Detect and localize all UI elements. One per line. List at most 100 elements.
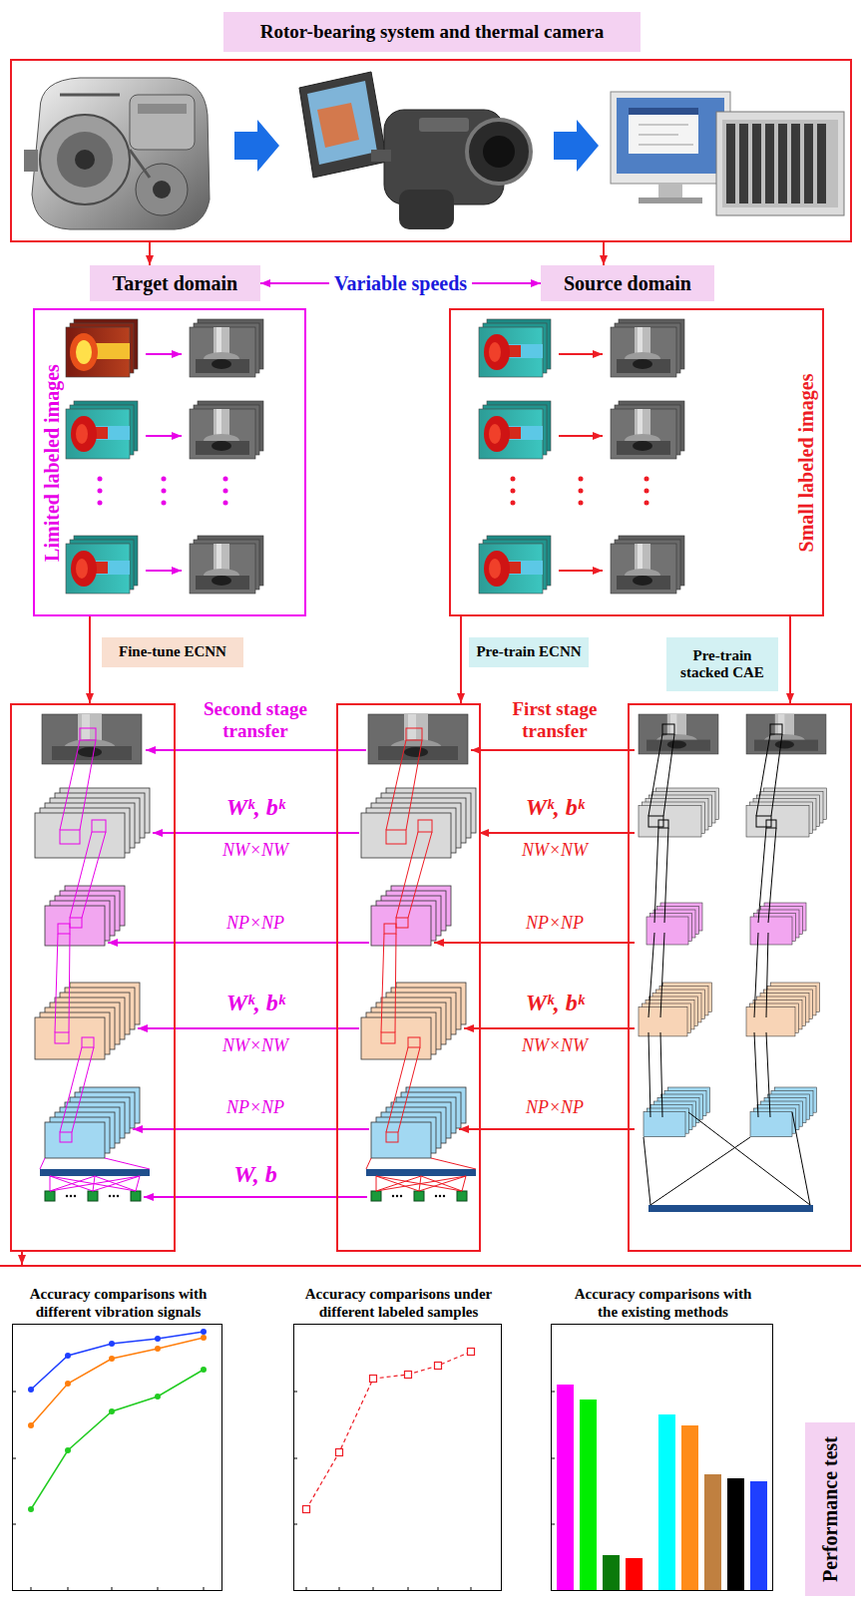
illustration-part <box>558 569 603 572</box>
network-column: Pre-train ECNN <box>336 703 481 1253</box>
line-chart-samples <box>293 1348 475 1593</box>
illustration-part <box>31 77 210 230</box>
section-tag: Performance test <box>805 1422 856 1597</box>
illustration-part <box>303 1506 311 1514</box>
illustration-part <box>628 107 699 115</box>
illustration-part <box>223 476 229 482</box>
connector-arrow <box>459 616 462 704</box>
illustration-part <box>681 1425 699 1592</box>
kernel-size-label: NW×NW <box>521 1035 588 1057</box>
illustration-part <box>49 1176 140 1192</box>
illustration-part <box>510 476 650 506</box>
illustration-part <box>200 1366 207 1373</box>
illustration-part <box>129 94 195 150</box>
illustration-part <box>361 982 466 1060</box>
illustration-part <box>765 123 775 204</box>
illustration-part <box>750 902 807 945</box>
flow-arrow <box>553 119 599 172</box>
illustration-part <box>558 354 603 571</box>
connector-arrow <box>148 242 151 266</box>
illustration-part <box>366 1169 476 1202</box>
illustration-part <box>406 728 423 741</box>
illustration-part <box>69 832 106 918</box>
illustration-part <box>27 1366 207 1513</box>
illustration-part <box>39 114 130 205</box>
illustration-part <box>154 1345 161 1352</box>
weight-bias-label: Wᵏ, bᵏ <box>226 989 286 1018</box>
illustration-part <box>59 94 150 178</box>
line-chart-vibration <box>11 1328 207 1592</box>
illustration-part <box>39 1169 150 1202</box>
illustration-part <box>726 123 827 204</box>
label-wrap: Wᵏ, bᵏ <box>226 989 286 1018</box>
illustration-part <box>59 1047 94 1133</box>
illustration-part <box>746 788 828 838</box>
illustration-part <box>399 189 454 230</box>
illustration-part <box>27 1422 34 1429</box>
illustration-part <box>200 1328 207 1335</box>
illustration-part <box>648 816 664 828</box>
illustration-part <box>752 123 762 204</box>
illustration-part <box>467 1348 475 1356</box>
illustration-part <box>189 401 264 459</box>
illustration-part <box>65 535 138 594</box>
stacked-cae-network <box>638 714 828 1213</box>
label-wrap: Wᵏ, bᵏ <box>525 794 585 823</box>
system-panel: Rotor-bearing system and thermal camera <box>9 58 853 243</box>
illustration-part <box>152 180 171 199</box>
illustration-part <box>299 71 388 178</box>
illustration-part <box>386 1132 399 1143</box>
illustration-part <box>662 724 675 735</box>
illustration-part <box>69 917 82 928</box>
illustration-part <box>770 724 783 735</box>
illustration-part <box>419 117 469 132</box>
illustration-part <box>132 1128 370 1131</box>
illustration-part <box>648 1032 771 1118</box>
illustration-part <box>107 941 370 944</box>
illustration-part <box>11 1391 204 1592</box>
flow-arrow <box>234 119 280 172</box>
illustration-part <box>778 123 788 204</box>
illustration-part <box>638 124 694 145</box>
illustration-part <box>638 714 719 755</box>
illustration-part <box>643 1112 811 1206</box>
illustration-part <box>578 476 584 482</box>
network-column: Pre-train stacked CAE <box>627 703 853 1253</box>
ecnn-pretrain-network <box>361 714 476 1202</box>
illustration-part <box>756 734 783 817</box>
illustration-part <box>510 500 516 506</box>
illustration-part <box>418 820 432 833</box>
illustration-part <box>145 749 367 752</box>
pool-size-label: NP×NP <box>226 912 285 934</box>
kernel-size-label: NW×NW <box>222 840 289 861</box>
illustration-part <box>628 107 699 154</box>
illustration-part <box>791 123 801 204</box>
illustration-part <box>152 832 360 835</box>
illustration-part <box>371 885 451 946</box>
illustration-part <box>65 401 138 459</box>
bar-chart-methods <box>550 1384 768 1592</box>
chart-frame: Accuracy comparisons under different lab… <box>293 1323 502 1592</box>
illustration-part <box>376 1176 466 1192</box>
target-images <box>65 319 264 594</box>
edge-label-wrap: Variable speeds <box>329 272 472 296</box>
illustration-part <box>616 97 725 174</box>
illustration-part <box>405 1371 413 1379</box>
domain-label: Target domain <box>112 272 238 296</box>
illustration-part <box>381 933 397 1033</box>
illustration-part <box>34 982 140 1060</box>
illustration-part <box>478 832 635 835</box>
illustration-part <box>81 1037 94 1048</box>
illustration-part <box>293 1391 471 1592</box>
chart-title-box: Accuracy comparisons under different lab… <box>304 1285 494 1322</box>
illustration-part <box>23 149 38 172</box>
illustration-part <box>145 354 182 571</box>
illustration-part <box>189 535 264 594</box>
illustration-part <box>396 832 432 918</box>
illustration-part <box>371 149 392 162</box>
illustration-part <box>27 1386 34 1393</box>
illustration-part <box>434 1362 442 1370</box>
illustration-part <box>578 488 584 494</box>
illustration-part <box>200 1334 207 1341</box>
